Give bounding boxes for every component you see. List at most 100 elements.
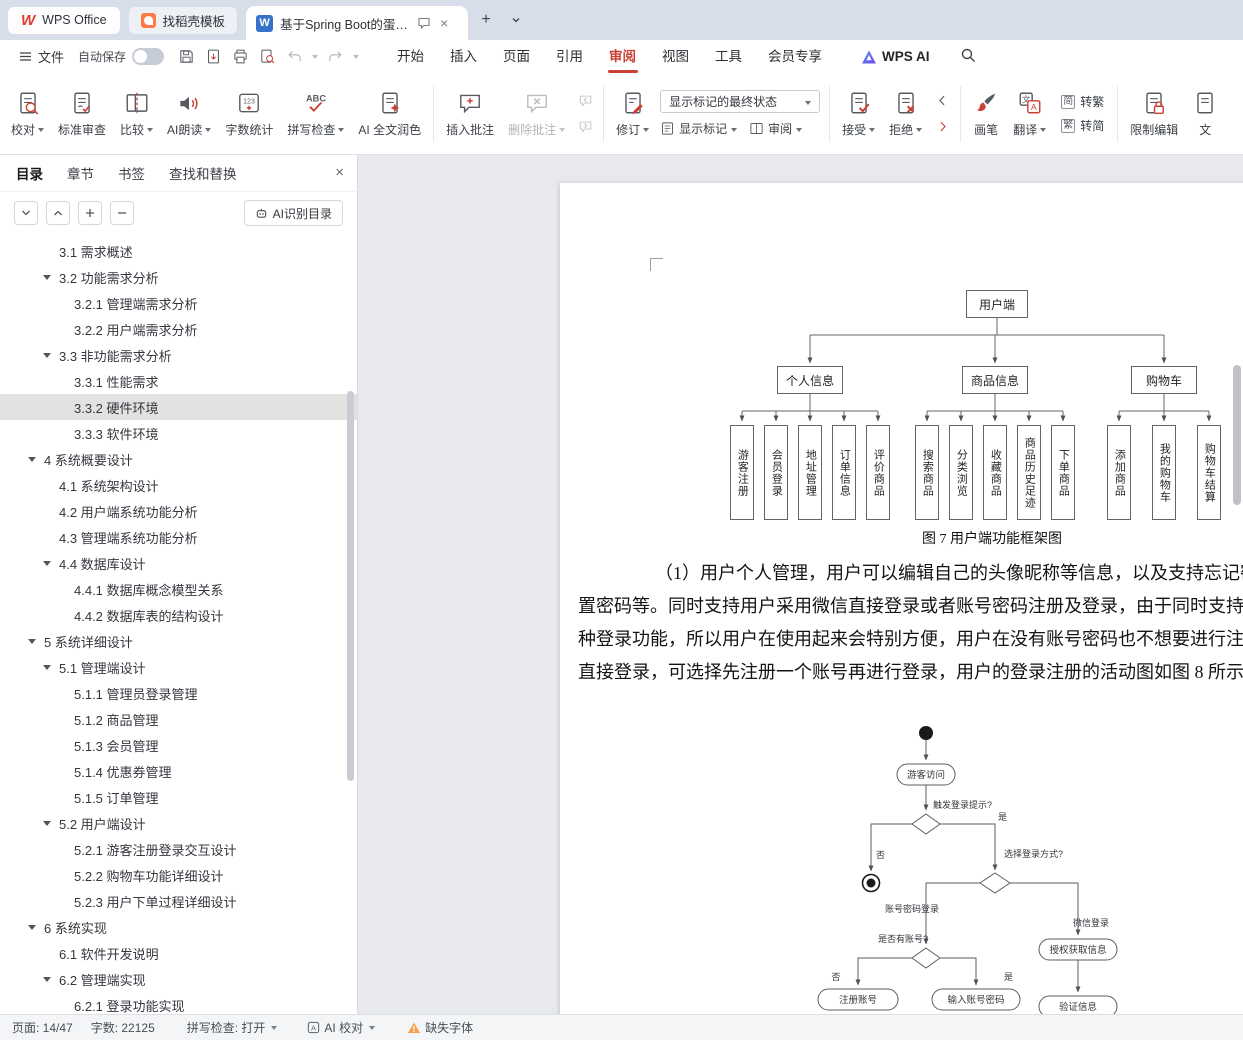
toc-item[interactable]: 5.2.3 用户下单过程详细设计 <box>0 888 357 914</box>
wps-office-home-tab[interactable]: W WPS Office <box>8 6 120 34</box>
save-button[interactable] <box>174 44 199 69</box>
collapse-triangle-icon[interactable] <box>43 342 59 368</box>
toc-item[interactable]: 5.1.3 会员管理 <box>0 732 357 758</box>
menu-member[interactable]: 会员专享 <box>768 49 823 64</box>
toc-item[interactable]: 4.4 数据库设计 <box>0 550 357 576</box>
tab-find-replace[interactable]: 查找和替换 <box>169 167 237 182</box>
word-count-indicator[interactable]: 字数: 22125 <box>90 1021 155 1035</box>
collapse-triangle-icon[interactable] <box>43 654 59 680</box>
restrict-edit-button[interactable]: 限制编辑 <box>1123 86 1185 142</box>
collapse-triangle-icon[interactable] <box>28 446 44 472</box>
toc-item[interactable]: 6 系统实现 <box>0 914 357 940</box>
ai-proofread-status[interactable]: A AI 校对 <box>307 1019 376 1036</box>
revise-button[interactable]: 修订 <box>609 86 656 142</box>
expand-down-button[interactable] <box>14 201 38 225</box>
tab-bookmarks[interactable]: 书签 <box>118 167 145 182</box>
reject-button[interactable]: 拒绝 <box>882 86 929 142</box>
toc-item[interactable]: 3.3.1 性能需求 <box>0 368 357 394</box>
autosave-toggle[interactable] <box>132 48 165 65</box>
print-preview-button[interactable] <box>255 44 280 69</box>
close-pane-icon[interactable]: × <box>335 164 344 181</box>
menu-review[interactable]: 审阅 <box>596 40 649 73</box>
toc-item[interactable]: 4 系统概要设计 <box>0 446 357 472</box>
delete-comment-button[interactable]: 删除批注 <box>501 86 572 142</box>
menu-insert[interactable]: 插入 <box>450 49 478 64</box>
toc-item[interactable]: 3.3.2 硬件环境 <box>0 394 357 420</box>
collapse-triangle-icon[interactable] <box>43 264 59 290</box>
tab-list-button[interactable] <box>504 8 528 32</box>
toc-item[interactable]: 4.1 系统架构设计 <box>0 472 357 498</box>
ai-polish-button[interactable]: AI 全文润色 <box>351 86 428 142</box>
toc-item[interactable]: 3.2 功能需求分析 <box>0 264 357 290</box>
insert-comment-button[interactable]: 插入批注 <box>439 86 501 142</box>
toc-item[interactable]: 3.3 非功能需求分析 <box>0 342 357 368</box>
doc-permission-button[interactable]: 文 <box>1185 86 1225 142</box>
collapse-up-button[interactable] <box>46 201 70 225</box>
toc-item[interactable]: 4.2 用户端系统功能分析 <box>0 498 357 524</box>
document-scrollbar[interactable] <box>1233 365 1241 505</box>
toc-item[interactable]: 5.2.2 购物车功能详细设计 <box>0 862 357 888</box>
menu-reference[interactable]: 引用 <box>556 49 584 64</box>
close-tab-icon[interactable]: × <box>440 15 449 31</box>
toc-item[interactable]: 5.1.1 管理员登录管理 <box>0 680 357 706</box>
missing-font-warning[interactable]: 缺失字体 <box>407 1019 473 1036</box>
show-markup-button[interactable]: 显示标记 <box>660 120 738 137</box>
wps-ai-button[interactable]: WPS AI <box>861 49 930 65</box>
brush-button[interactable]: 画笔 <box>966 86 1006 142</box>
menu-tools[interactable]: 工具 <box>715 49 743 64</box>
expand-all-button[interactable] <box>78 201 102 225</box>
standard-review-button[interactable]: 标准审查 <box>51 86 113 142</box>
search-button[interactable] <box>960 47 976 66</box>
tab-toc[interactable]: 目录 <box>16 167 43 182</box>
collapse-triangle-icon[interactable] <box>28 628 44 654</box>
to-traditional-button[interactable]: 简转繁 <box>1057 92 1108 111</box>
docer-template-tab[interactable]: 找稻壳模板 <box>128 6 238 34</box>
new-tab-button[interactable]: + <box>481 11 491 28</box>
accept-button[interactable]: 接受 <box>835 86 882 142</box>
ai-recognize-toc-button[interactable]: AI识别目录 <box>243 200 343 226</box>
menu-start[interactable]: 开始 <box>397 49 425 64</box>
toc-item[interactable]: 6.2.1 登录功能实现 <box>0 992 357 1014</box>
print-button[interactable] <box>228 44 253 69</box>
collapse-triangle-icon[interactable] <box>28 914 44 940</box>
document-area[interactable]: 用户端个人信息游客注册会员登录地址管理订单信息评价商品商品信息搜索商品分类浏览收… <box>358 155 1243 1014</box>
next-revision-button[interactable] <box>931 115 953 138</box>
undo-button[interactable] <box>282 44 307 69</box>
file-menu-button[interactable]: 文件 <box>10 40 72 73</box>
toc-item[interactable]: 6.2 管理端实现 <box>0 966 357 992</box>
next-comment-button[interactable] <box>574 115 596 138</box>
toc-item[interactable]: 4.4.1 数据库概念模型关系 <box>0 576 357 602</box>
toc-item[interactable]: 5.1.2 商品管理 <box>0 706 357 732</box>
undo-dropdown-caret-icon[interactable] <box>312 54 319 59</box>
collapse-triangle-icon[interactable] <box>43 810 59 836</box>
page-indicator[interactable]: 页面: 14/47 <box>12 1021 73 1035</box>
toc-item[interactable]: 3.2.1 管理端需求分析 <box>0 290 357 316</box>
collapse-triangle-icon[interactable] <box>43 966 59 992</box>
toc-item[interactable]: 3.2.2 用户端需求分析 <box>0 316 357 342</box>
ai-read-button[interactable]: AI朗读 <box>160 86 218 142</box>
document-tab[interactable]: W 基于Spring Boot的蛋糕甜品... × <box>246 6 469 40</box>
toc-item[interactable]: 6.1 软件开发说明 <box>0 940 357 966</box>
collapse-triangle-icon[interactable] <box>43 550 59 576</box>
toc-item[interactable]: 5 系统详细设计 <box>0 628 357 654</box>
toc-item[interactable]: 4.3 管理端系统功能分析 <box>0 524 357 550</box>
proofread-button[interactable]: 校对 <box>4 86 51 142</box>
toc-item[interactable]: 5.2 用户端设计 <box>0 810 357 836</box>
toc-item[interactable]: 5.1.4 优惠券管理 <box>0 758 357 784</box>
prev-comment-button[interactable] <box>574 89 596 112</box>
to-simplified-button[interactable]: 繁转简 <box>1057 116 1108 135</box>
collapse-all-button[interactable] <box>110 201 134 225</box>
toc-item[interactable]: 5.1 管理端设计 <box>0 654 357 680</box>
redo-button[interactable] <box>323 44 348 69</box>
redo-dropdown-caret-icon[interactable] <box>353 54 360 59</box>
output-button[interactable] <box>201 44 226 69</box>
tab-chapters[interactable]: 章节 <box>67 167 94 182</box>
toc-item[interactable]: 3.1 需求概述 <box>0 238 357 264</box>
markup-state-select[interactable]: 显示标记的最终状态 <box>660 90 821 113</box>
toc-item[interactable]: 5.2.1 游客注册登录交互设计 <box>0 836 357 862</box>
document-page[interactable]: 用户端个人信息游客注册会员登录地址管理订单信息评价商品商品信息搜索商品分类浏览收… <box>560 183 1243 1014</box>
sidebar-scrollbar[interactable] <box>347 391 354 781</box>
